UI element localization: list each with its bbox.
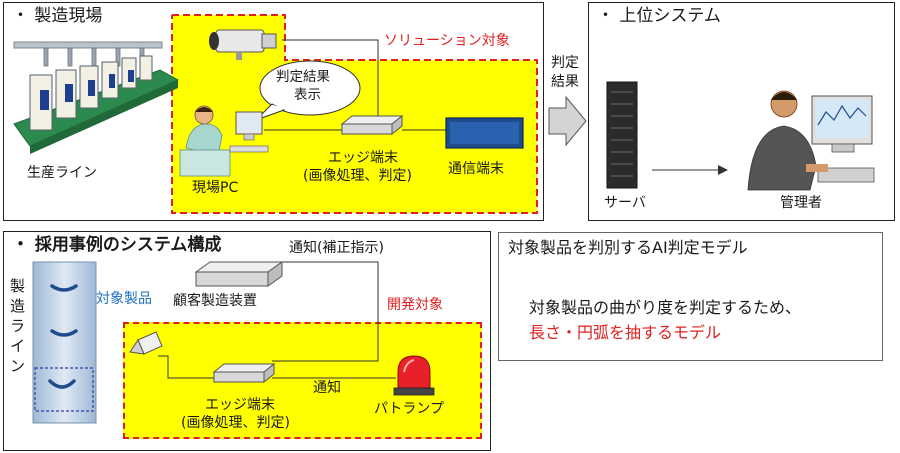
solution-target-label: ソリューション対象 bbox=[384, 33, 510, 49]
factory-title: ・ 製造現場 bbox=[12, 6, 103, 26]
line-char-4: イ bbox=[10, 337, 26, 355]
customer-device-label: 顧客製造装置 bbox=[173, 293, 257, 309]
dev-target-label: 開発対象 bbox=[387, 297, 443, 313]
comm-terminal-label: 通信端末 bbox=[448, 161, 504, 177]
bubble-text-2: 表示 bbox=[294, 87, 321, 103]
edge-device-2-label-1: エッジ端末 bbox=[205, 397, 275, 413]
line-char-1: 製 bbox=[10, 277, 26, 295]
server-label: サーバ bbox=[604, 195, 646, 211]
notify-correction-label: 通知(補正指示) bbox=[289, 240, 384, 256]
ai-model-emphasis: 長さ・円弧を抽するモデル bbox=[529, 323, 722, 342]
solution-boundary bbox=[171, 14, 538, 214]
admin-label: 管理者 bbox=[780, 195, 822, 211]
bubble-text-1: 判定結果 bbox=[276, 69, 330, 85]
dev-boundary bbox=[123, 322, 482, 439]
line-char-5: ン bbox=[10, 357, 26, 375]
ai-model-title: 対象製品を判別するAI判定モデル bbox=[508, 238, 748, 257]
ai-model-panel bbox=[498, 232, 883, 361]
edge-device-label-1: エッジ端末 bbox=[328, 150, 398, 166]
line-char-2: 造 bbox=[10, 297, 26, 315]
ai-model-desc: 対象製品の曲がり度を判定するため、 bbox=[529, 298, 802, 317]
upper-system-title: ・ 上位システム bbox=[597, 6, 721, 26]
arrow-label-1: 判定 bbox=[551, 55, 579, 71]
edge-device-2-label-2: (画像処理、判定) bbox=[181, 415, 290, 431]
adoption-title: ・ 採用事例のシステム構成 bbox=[12, 235, 222, 255]
site-pc-label: 現場PC bbox=[192, 180, 239, 196]
edge-device-label-2: (画像処理、判定) bbox=[303, 168, 412, 184]
production-line-label: 生産ライン bbox=[27, 165, 97, 181]
notify-label: 通知 bbox=[313, 380, 341, 396]
line-char-3: ラ bbox=[10, 317, 26, 335]
target-product-label: 対象製品 bbox=[96, 291, 152, 307]
arrow-label-2: 結果 bbox=[551, 74, 579, 90]
patlamp-label: パトランプ bbox=[374, 401, 444, 417]
